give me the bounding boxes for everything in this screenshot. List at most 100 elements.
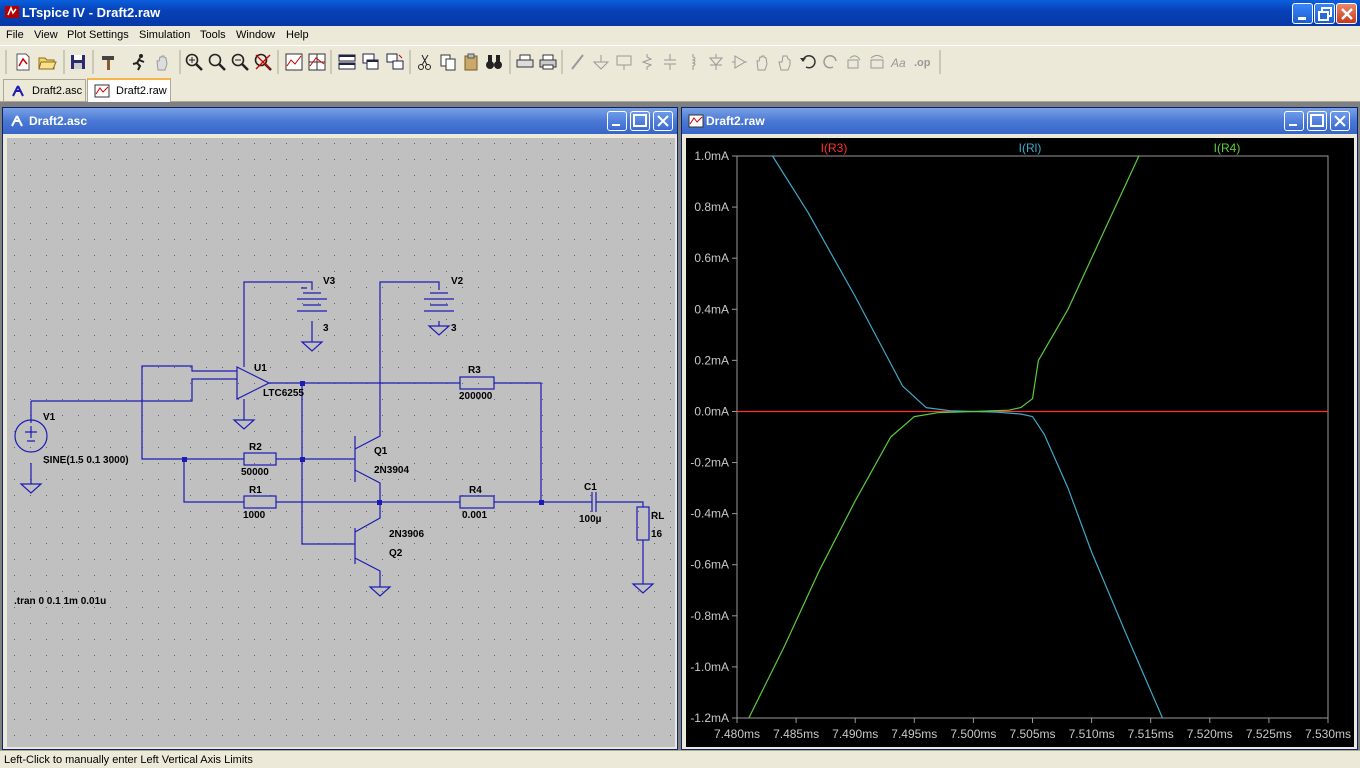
paste-icon xyxy=(464,53,478,71)
component-button[interactable] xyxy=(729,52,749,72)
tile-vertical-button[interactable] xyxy=(385,52,405,72)
zoom-icon xyxy=(208,53,226,71)
rotate-icon xyxy=(847,55,861,69)
new-schematic-button[interactable] xyxy=(13,52,33,72)
zoom-area-button[interactable] xyxy=(184,52,204,72)
q1-label: Q1 xyxy=(374,446,388,457)
close-icon xyxy=(657,115,669,127)
plot-background xyxy=(686,138,1354,747)
undo-button[interactable] xyxy=(798,52,818,72)
tile-horizontal-button[interactable] xyxy=(337,52,357,72)
close-icon xyxy=(1334,115,1346,127)
run-button[interactable] xyxy=(129,52,149,72)
menu-plot-settings[interactable]: Plot Settings xyxy=(67,29,129,41)
cascade-button[interactable] xyxy=(361,52,381,72)
save-icon xyxy=(71,55,85,69)
r1-label: R1 xyxy=(249,485,262,496)
spice-directive-icon: .op xyxy=(914,57,931,69)
ltspice-logo-icon xyxy=(5,6,19,18)
spice-directive[interactable]: .tran 0 0.1 1m 0.01u xyxy=(14,596,106,607)
toolbar: Aa .op xyxy=(0,45,1360,77)
zoom-fit-button[interactable] xyxy=(253,52,273,72)
waveform-close-button[interactable] xyxy=(1330,111,1350,131)
undo-icon xyxy=(800,55,816,69)
copy-button[interactable] xyxy=(438,52,458,72)
y-tick-label: 0.2mA xyxy=(694,353,729,367)
schematic-window-title: Draft2.asc xyxy=(29,114,88,128)
menu-simulation[interactable]: Simulation xyxy=(139,29,191,41)
print-setup-button[interactable] xyxy=(515,52,535,72)
inductor-button[interactable] xyxy=(683,52,703,72)
zoom-out-button[interactable] xyxy=(230,52,250,72)
autorange-button[interactable] xyxy=(284,52,304,72)
document-tab-bar: Draft2.asc Draft2.raw xyxy=(0,77,1360,102)
schematic-window-titlebar: Draft2.asc xyxy=(3,108,677,134)
text-button[interactable]: Aa xyxy=(890,52,910,72)
zoom-in-icon xyxy=(185,53,203,71)
ground-button[interactable] xyxy=(591,52,611,72)
waveform-plot[interactable]: 1.0mA0.8mA0.6mA0.4mA0.2mA0.0mA-0.2mA-0.4… xyxy=(686,138,1354,747)
schematic-maximize-button[interactable] xyxy=(630,111,650,131)
restore-button[interactable] xyxy=(1314,3,1335,24)
running-man-icon xyxy=(132,54,145,71)
drag-button[interactable] xyxy=(775,52,795,72)
menu-view[interactable]: View xyxy=(34,29,58,41)
print-button[interactable] xyxy=(538,52,558,72)
q2-part: 2N3906 xyxy=(389,529,424,540)
waveform-maximize-button[interactable] xyxy=(1307,111,1327,131)
x-tick-label: 7.525ms xyxy=(1246,727,1292,741)
find-button[interactable] xyxy=(484,52,504,72)
capacitor-button[interactable] xyxy=(660,52,680,72)
c1-value: 100µ xyxy=(579,514,602,525)
diode-button[interactable] xyxy=(706,52,726,72)
pan-button[interactable] xyxy=(207,52,227,72)
maximize-icon xyxy=(1310,114,1324,127)
tab-draft2-raw[interactable]: Draft2.raw xyxy=(87,78,171,102)
resistor-button[interactable] xyxy=(637,52,657,72)
menu-bar: File View Plot Settings Simulation Tools… xyxy=(0,26,1360,45)
paste-button[interactable] xyxy=(461,52,481,72)
waveform-window-title: Draft2.raw xyxy=(706,114,765,128)
redo-button[interactable] xyxy=(821,52,841,72)
minimize-icon xyxy=(612,124,620,126)
save-button[interactable] xyxy=(68,52,88,72)
ground-icon xyxy=(592,55,610,70)
tab-draft2-asc[interactable]: Draft2.asc xyxy=(3,79,86,101)
mirror-button[interactable] xyxy=(867,52,887,72)
cascade-icon xyxy=(362,53,379,70)
waveform-minimize-button[interactable] xyxy=(1284,111,1304,131)
halt-button[interactable] xyxy=(152,52,172,72)
v1-value: SINE(1.5 0.1 3000) xyxy=(43,455,129,466)
open-button[interactable] xyxy=(37,52,57,72)
cut-button[interactable] xyxy=(415,52,435,72)
x-tick-label: 7.495ms xyxy=(891,727,937,741)
grid-button[interactable] xyxy=(307,52,327,72)
schematic-canvas[interactable]: V1 SINE(1.5 0.1 3000) V3 3 V2 3 U1 LTC62… xyxy=(7,138,675,747)
move-button[interactable] xyxy=(752,52,772,72)
spice-directive-button[interactable]: .op xyxy=(913,52,933,72)
label-net-icon xyxy=(616,55,632,70)
restore-icon xyxy=(1318,7,1332,21)
menu-window[interactable]: Window xyxy=(236,29,276,41)
schematic-symbols xyxy=(14,287,655,597)
schematic-close-button[interactable] xyxy=(653,111,673,131)
control-panel-button[interactable] xyxy=(99,52,119,72)
close-button[interactable] xyxy=(1336,3,1357,24)
menu-file[interactable]: File xyxy=(6,29,24,41)
draw-wire-button[interactable] xyxy=(568,52,588,72)
waveform-icon xyxy=(688,114,704,128)
v1-label: V1 xyxy=(43,412,56,423)
binoculars-icon xyxy=(486,55,502,69)
menu-tools[interactable]: Tools xyxy=(200,29,226,41)
menu-help[interactable]: Help xyxy=(286,29,309,41)
schematic-minimize-button[interactable] xyxy=(607,111,627,131)
v2-label: V2 xyxy=(451,276,464,287)
rotate-button[interactable] xyxy=(844,52,864,72)
status-text: Left-Click to manually enter Left Vertic… xyxy=(4,754,253,766)
redo-icon xyxy=(823,55,837,69)
minimize-button[interactable] xyxy=(1292,3,1313,24)
tab-label: Draft2.asc xyxy=(32,85,83,97)
c1-label: C1 xyxy=(584,482,597,493)
minimize-icon xyxy=(1298,17,1306,20)
label-net-button[interactable] xyxy=(614,52,634,72)
